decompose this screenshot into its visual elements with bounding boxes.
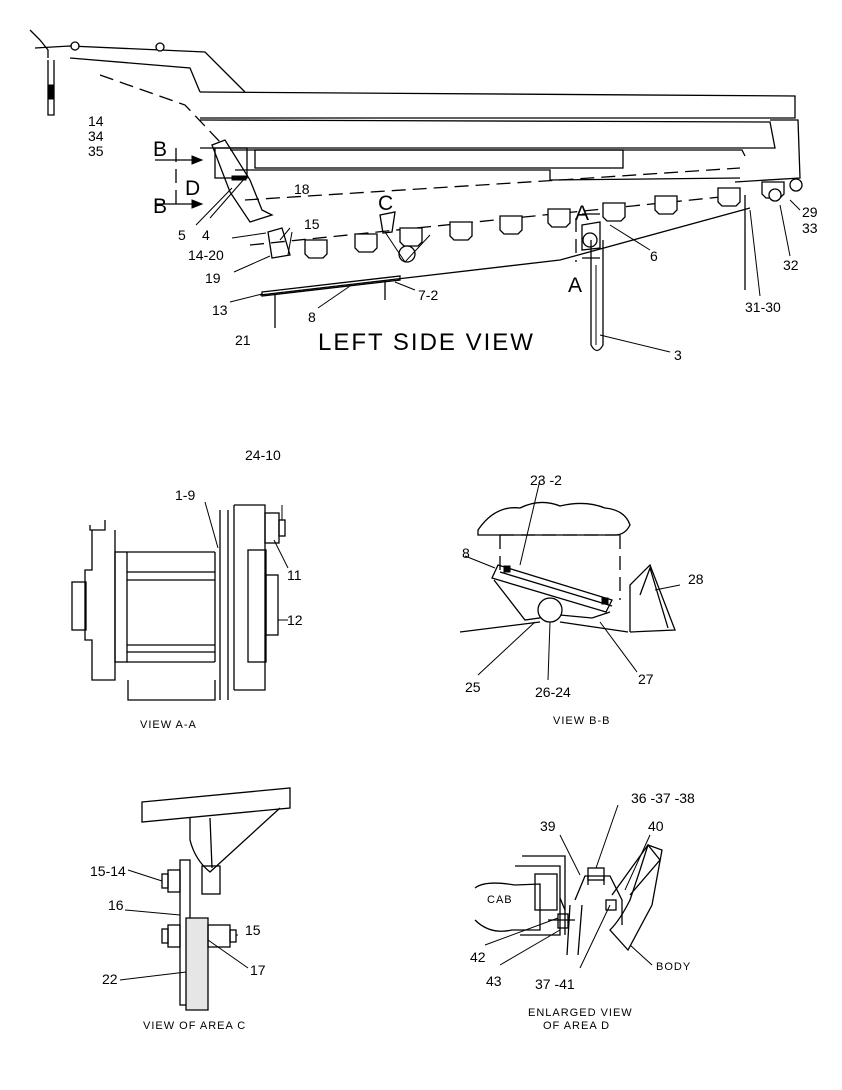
view-area-c-caption: VIEW OF AREA C [143, 1020, 246, 1032]
callout-26-24: 26-24 [535, 684, 571, 700]
callout-24-10: 24-10 [245, 447, 281, 463]
label-cab: CAB [487, 894, 513, 906]
view-aa: 24-10 1-9 11 12 VIEW A-A [71, 447, 303, 731]
section-c: C [378, 192, 393, 215]
view-area-c: 15-14 16 15 22 17 VIEW OF AREA C [90, 787, 291, 1032]
left-side-view-caption: LEFT SIDE VIEW [318, 329, 535, 356]
rubber-pads [304, 181, 785, 259]
callout-22: 22 [102, 971, 118, 987]
callout-25: 25 [465, 679, 481, 695]
view-area-d-caption-line2: OF AREA D [543, 1020, 610, 1032]
callout-16: 16 [108, 897, 124, 913]
label-body: BODY [656, 961, 691, 973]
callout-15: 15 [304, 216, 320, 232]
callout-15-c: 15 [245, 922, 261, 938]
callout-1-9: 1-9 [175, 487, 195, 503]
callout-29: 29 [802, 204, 818, 220]
callout-11: 11 [287, 567, 302, 583]
callout-13: 13 [212, 302, 228, 318]
view-bb: 23 -2 8 28 25 26-24 27 VIEW B-B [459, 472, 704, 727]
section-d: D [185, 177, 200, 200]
section-a-bottom: A [568, 274, 582, 297]
callout-37-41: 37 -41 [535, 976, 575, 992]
callout-12: 12 [287, 612, 303, 628]
callout-15-14: 15-14 [90, 863, 126, 879]
callout-40: 40 [648, 818, 664, 834]
callout-23-2: 23 -2 [530, 472, 562, 488]
callout-36-37-38: 36 -37 -38 [631, 790, 695, 806]
view-area-d: 36 -37 -38 39 40 CAB 42 43 37 -41 BODY E… [470, 790, 695, 1032]
callout-14: 14 [88, 113, 104, 129]
callout-6: 6 [650, 248, 658, 264]
view-bb-caption: VIEW B-B [553, 715, 611, 727]
callout-28: 28 [688, 571, 704, 587]
callout-19: 19 [205, 270, 221, 286]
callout-32: 32 [783, 257, 799, 273]
callout-14-20: 14-20 [188, 247, 224, 263]
section-b-bottom: B [153, 195, 167, 218]
callout-42: 42 [470, 949, 486, 965]
callout-27: 27 [638, 671, 654, 687]
callout-31-30: 31-30 [745, 299, 781, 315]
callout-5: 5 [178, 227, 186, 243]
view-area-d-caption-line1: ENLARGED VIEW [528, 1007, 633, 1019]
callout-3: 3 [674, 347, 682, 363]
view-aa-caption: VIEW A-A [140, 719, 197, 731]
callout-35: 35 [88, 143, 104, 159]
callout-18: 18 [294, 181, 310, 197]
callout-8-bb: 8 [462, 545, 470, 561]
callout-4: 4 [202, 227, 210, 243]
callout-7-2: 7-2 [418, 287, 438, 303]
callout-34: 34 [88, 128, 104, 144]
callout-33: 33 [802, 220, 818, 236]
callout-21: 21 [235, 332, 251, 348]
section-a-top: A [575, 202, 589, 225]
callout-43: 43 [486, 973, 502, 989]
callout-17: 17 [250, 962, 266, 978]
left-side-view: B B D C A A 14 34 35 5 4 14-20 18 15 19 … [29, 29, 818, 363]
callout-8: 8 [308, 309, 316, 325]
callout-39: 39 [540, 818, 556, 834]
section-b-top: B [153, 138, 167, 161]
